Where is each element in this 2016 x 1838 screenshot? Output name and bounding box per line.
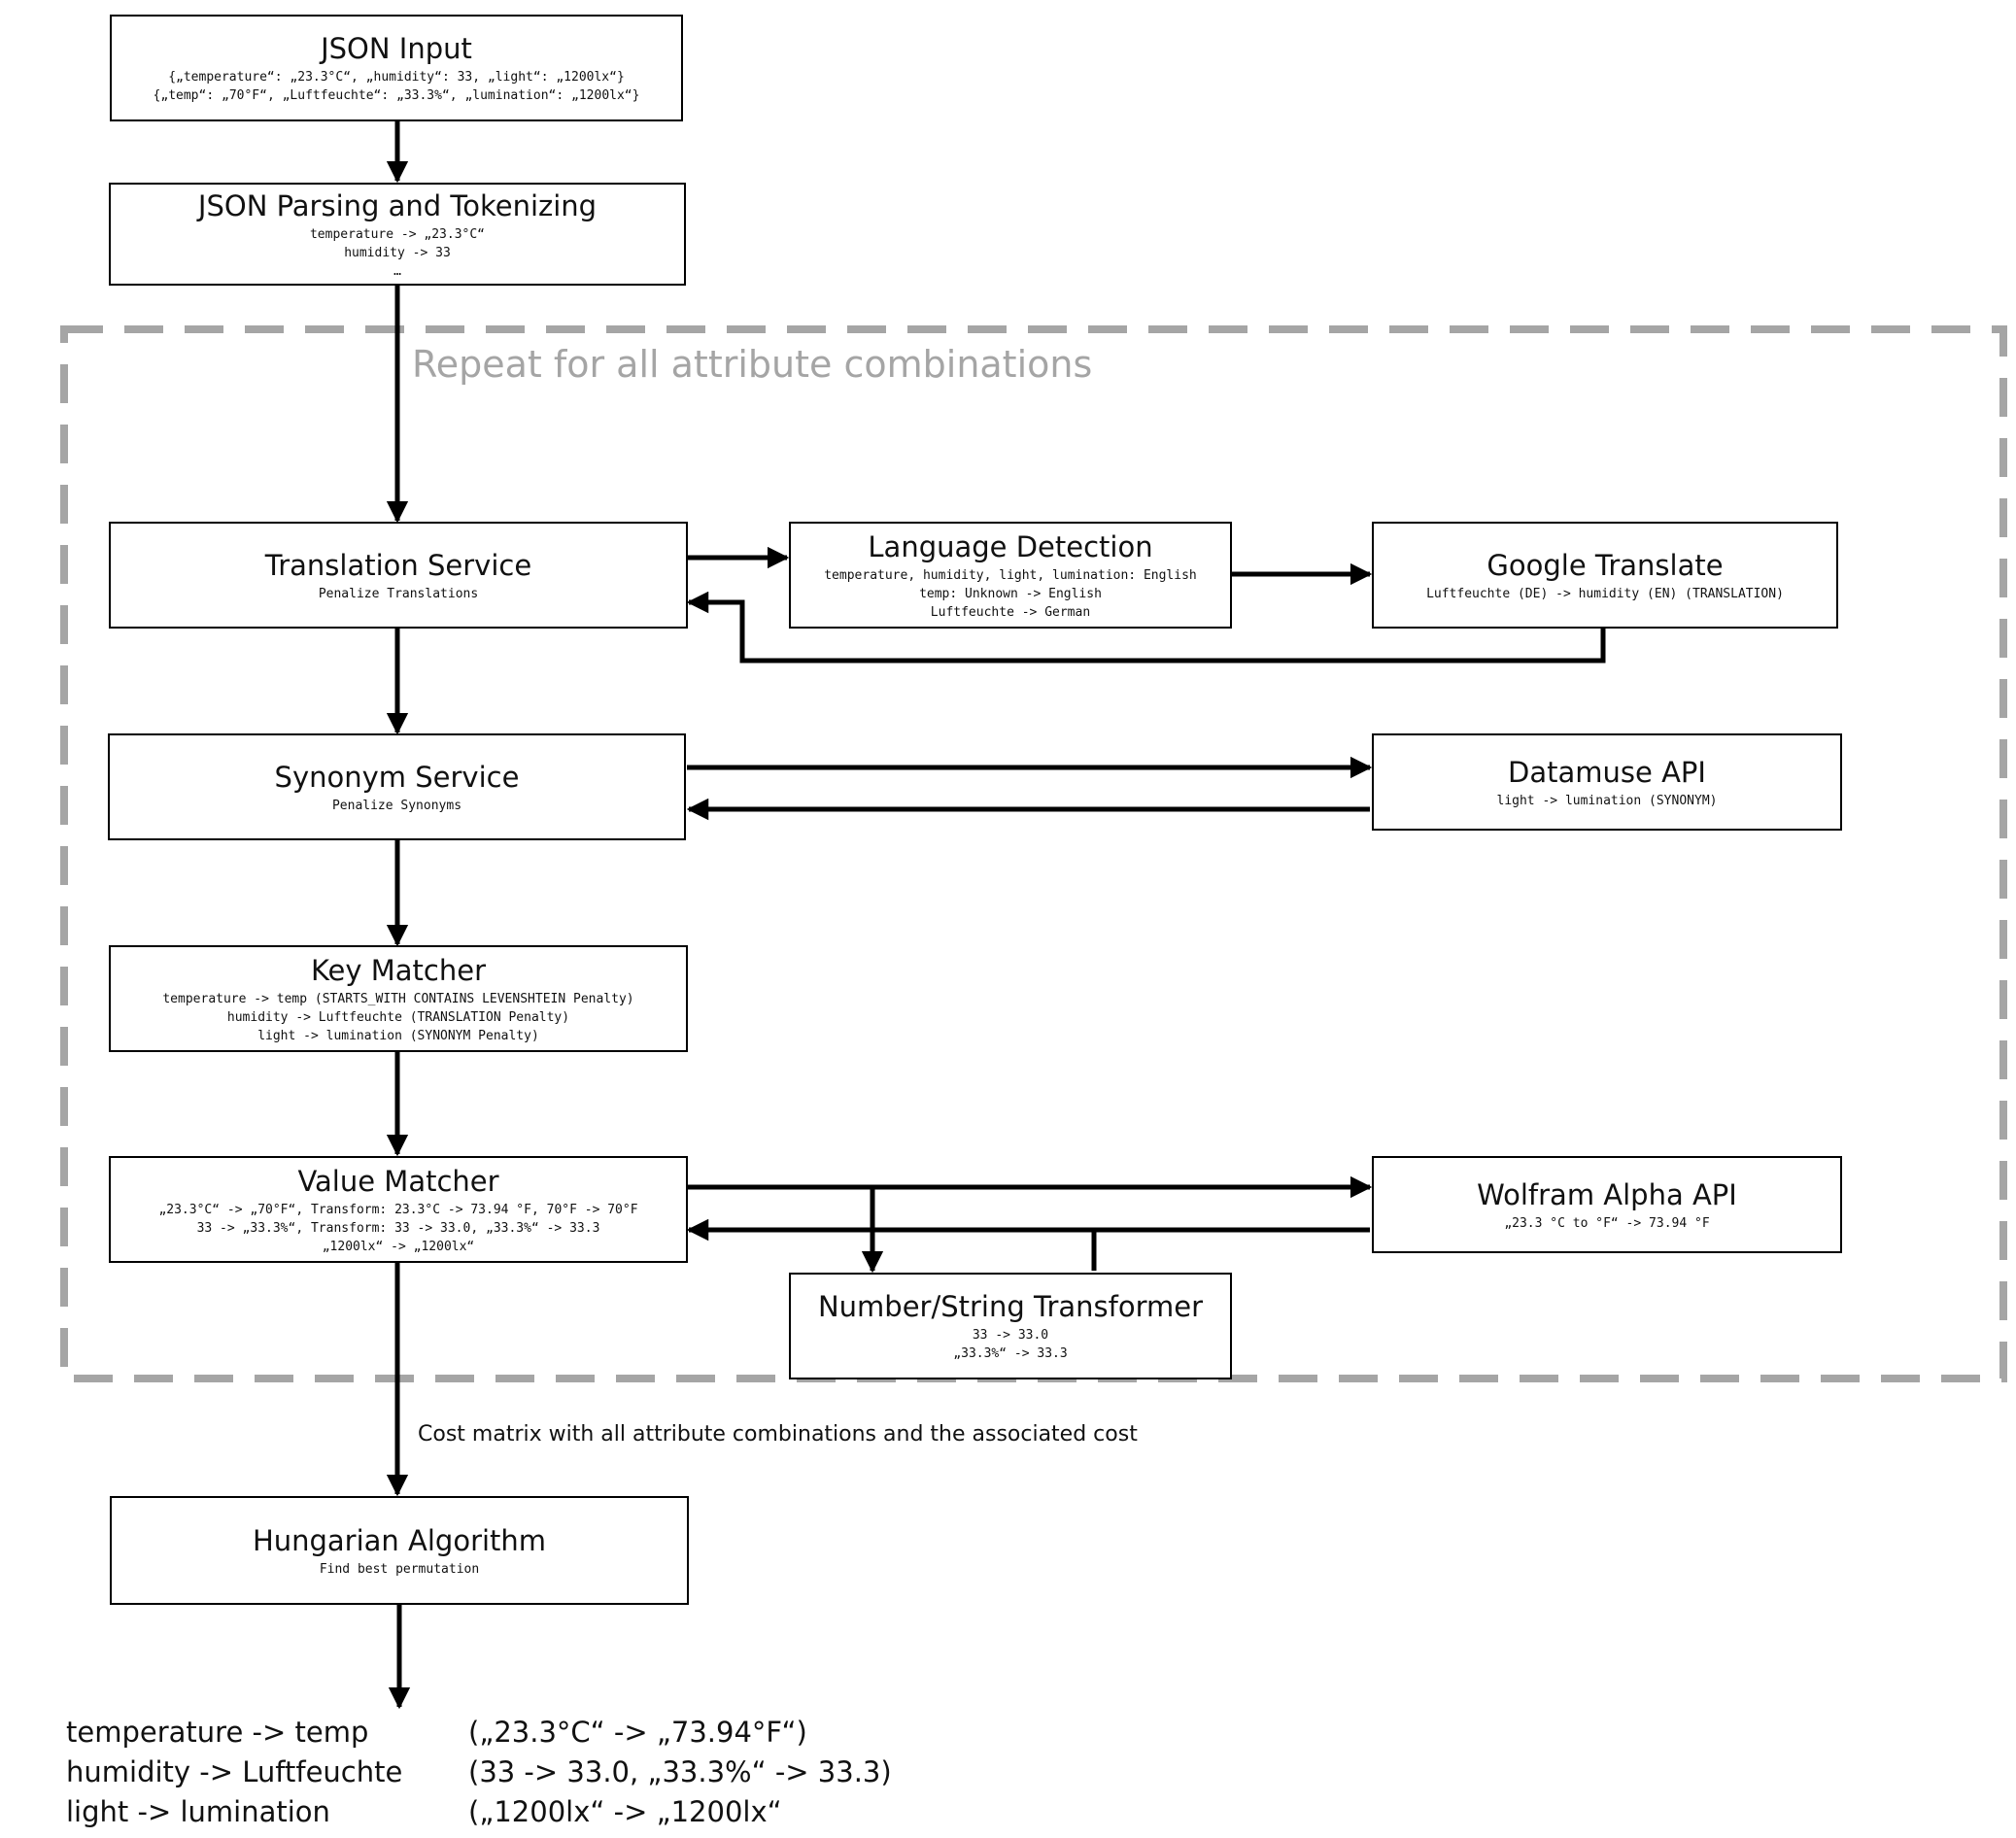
node-detail-line: {„temperature“: „23.3°C“, „humidity“: 33… [168,70,625,85]
repeat-loop-label: Repeat for all attribute combinations [412,343,1093,386]
result-mapping: temperature -> temp [66,1716,369,1749]
node-detail-line: light -> lumination (SYNONYM) [1496,793,1718,808]
node-title: Wolfram Alpha API [1477,1177,1737,1211]
hungarian-algorithm-node: Hungarian Algorithm Find best permutatio… [110,1496,689,1605]
node-detail-line: humidity -> Luftfeuchte (TRANSLATION Pen… [226,1009,570,1025]
json-parsing-node: JSON Parsing and Tokenizing temperature … [109,183,686,286]
node-title: Google Translate [1486,548,1724,582]
node-detail-line: 33 -> „33.3%“, Transform: 33 -> 33.0, „3… [196,1220,600,1236]
result-row: humidity -> Luftfeuchte (33 -> 33.0, „33… [66,1755,892,1788]
node-detail-line: humidity -> 33 [344,245,451,260]
node-detail-line: „23.3°C“ -> „70°F“, Transform: 23.3°C ->… [158,1202,638,1217]
node-detail-line: temperature, humidity, light, lumination… [824,567,1197,583]
node-detail-line: temperature -> „23.3°C“ [309,226,485,242]
json-input-node: JSON Input {„temperature“: „23.3°C“, „hu… [110,15,683,121]
value-matcher-node: Value Matcher „23.3°C“ -> „70°F“, Transf… [109,1156,688,1263]
synonym-service-node: Synonym Service Penalize Synonyms [108,733,686,840]
node-detail-line: „1200lx“ -> „1200lx“ [322,1239,475,1254]
result-row: light -> lumination („1200lx“ -> „1200lx… [66,1795,782,1828]
node-title: JSON Parsing and Tokenizing [197,188,598,222]
datamuse-api-node: Datamuse API light -> lumination (SYNONY… [1372,733,1842,831]
node-detail-line: Penalize Translations [318,586,479,601]
node-detail-line: Luftfeuchte -> German [930,604,1091,620]
node-detail-line: {„temp“: „70°F“, „Luftfeuchte“: „33.3%“,… [153,88,640,103]
node-detail-line: Luftfeuchte (DE) -> humidity (EN) (TRANS… [1426,586,1784,601]
result-values: („1200lx“ -> „1200lx“ [468,1795,782,1828]
wolfram-alpha-api-node: Wolfram Alpha API „23.3 °C to °F“ -> 73.… [1372,1156,1842,1253]
node-title: Datamuse API [1508,755,1706,789]
node-detail-line: temp: Unknown -> English [919,586,1102,601]
node-title: Value Matcher [297,1164,499,1198]
result-mapping: humidity -> Luftfeuchte [66,1755,403,1788]
node-title: JSON Input [321,32,472,65]
number-string-transformer-node: Number/String Transformer 33 -> 33.0 „33… [789,1273,1232,1379]
node-detail-line: Penalize Synonyms [331,798,462,813]
node-detail-line: „33.3%“ -> 33.3 [953,1346,1068,1361]
node-detail-line: temperature -> temp (STARTS_WITH CONTAIN… [162,991,634,1006]
node-detail-line: … [393,263,401,279]
node-title: Hungarian Algorithm [252,1523,547,1557]
node-title: Number/String Transformer [817,1290,1204,1323]
node-title: Language Detection [868,529,1153,563]
cost-matrix-edge-label: Cost matrix with all attribute combinati… [418,1422,1138,1447]
node-detail-line: 33 -> 33.0 [972,1328,1049,1343]
node-title: Key Matcher [310,953,487,987]
translation-service-node: Translation Service Penalize Translation… [109,522,688,629]
key-matcher-node: Key Matcher temperature -> temp (STARTS_… [109,945,688,1052]
result-row: temperature -> temp („23.3°C“ -> „73.94°… [66,1716,807,1749]
result-mapping: light -> lumination [66,1795,330,1828]
node-title: Synonym Service [274,760,520,794]
result-values: (33 -> 33.0, „33.3%“ -> 33.3) [468,1755,892,1788]
repeat-loop-boundary [60,325,2007,1382]
edge-google-translate-to-translation [686,591,1606,664]
node-detail-line: „23.3 °C to °F“ -> 73.94 °F [1504,1215,1710,1231]
google-translate-node: Google Translate Luftfeuchte (DE) -> hum… [1372,522,1838,629]
node-detail-line: light -> lumination (SYNONYM Penalty) [257,1028,539,1043]
node-detail-line: Find best permutation [319,1561,480,1577]
node-title: Translation Service [264,548,532,582]
result-values: („23.3°C“ -> „73.94°F“) [468,1716,807,1749]
language-detection-node: Language Detection temperature, humidity… [789,522,1232,629]
